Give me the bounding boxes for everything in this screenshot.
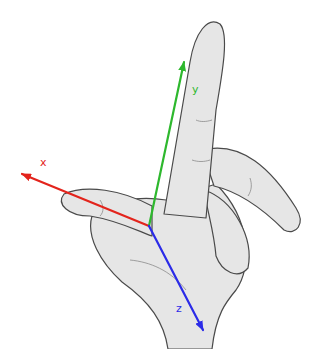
axis-label: y <box>192 84 199 96</box>
axis-label: x <box>40 157 47 169</box>
ring-finger <box>204 190 249 274</box>
x-axis-arrow <box>22 174 149 226</box>
index-finger <box>164 22 225 218</box>
z-axis-arrow <box>149 226 203 330</box>
middle-finger <box>202 148 300 232</box>
axis-label: z <box>176 303 182 315</box>
y-axis-arrow <box>149 62 184 226</box>
